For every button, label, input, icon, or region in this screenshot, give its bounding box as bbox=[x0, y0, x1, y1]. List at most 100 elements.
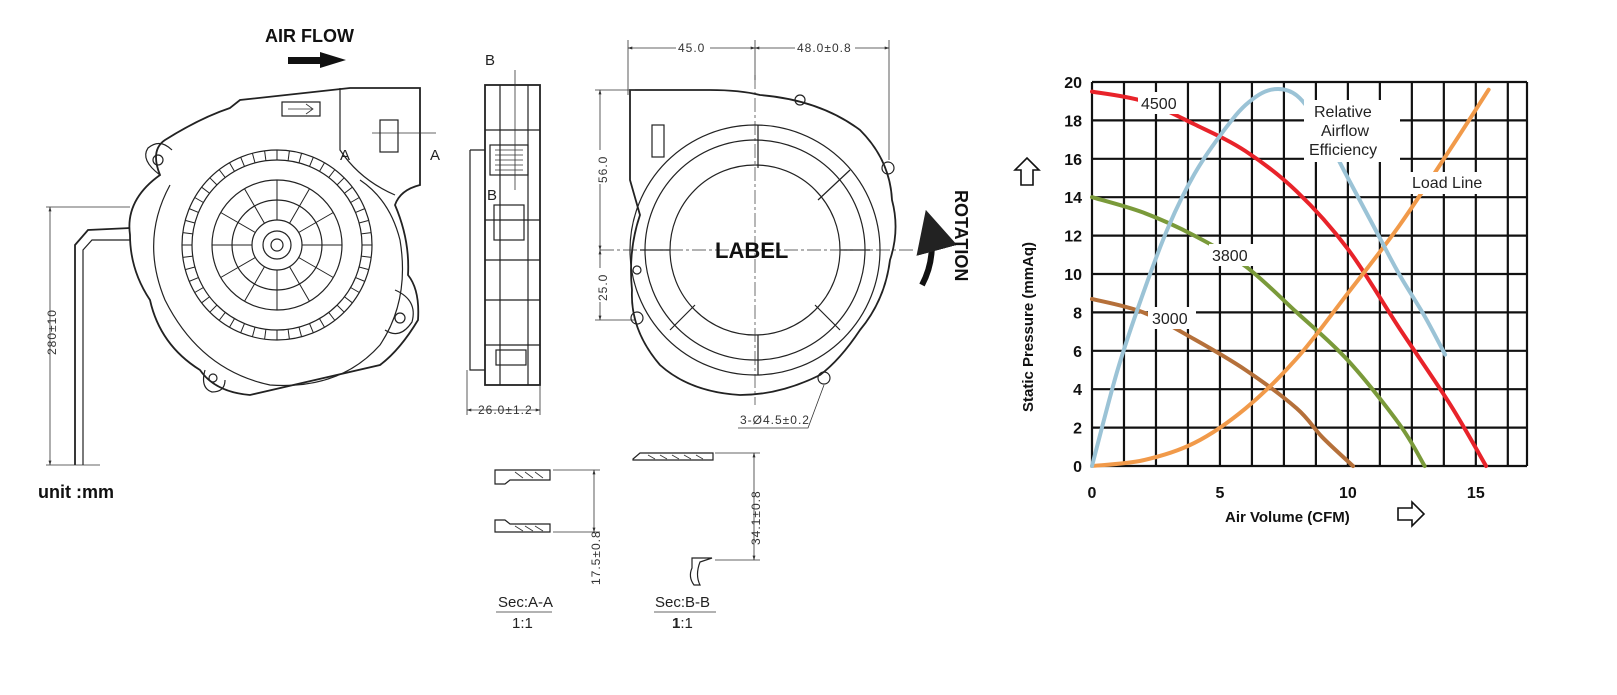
impeller-blade bbox=[336, 177, 345, 186]
impeller-blade bbox=[209, 304, 218, 313]
impeller-blade bbox=[264, 329, 267, 340]
impeller-blade bbox=[344, 186, 353, 194]
y-tick-label: 10 bbox=[1064, 267, 1082, 284]
y-tick-label: 16 bbox=[1064, 152, 1082, 169]
sec-b-dim: 34.1±0.8 bbox=[749, 490, 763, 545]
hub-spoke bbox=[289, 266, 310, 302]
impeller-blade bbox=[209, 177, 218, 186]
fan-impeller bbox=[181, 149, 373, 341]
section-marker-b-bottom: B bbox=[487, 187, 497, 204]
impeller-blade bbox=[218, 169, 226, 178]
air-flow-arrow-icon bbox=[288, 52, 346, 68]
impeller-blade bbox=[229, 318, 235, 328]
series-line-4500 bbox=[1090, 89, 1489, 468]
impeller-blade bbox=[189, 208, 199, 213]
dim-top-left: 45.0 bbox=[678, 41, 705, 55]
impeller-blade bbox=[185, 266, 196, 271]
impeller-blade bbox=[185, 219, 196, 224]
impeller-blade bbox=[189, 277, 199, 282]
impeller-blade bbox=[201, 186, 210, 194]
series-label-efficiency-2: Airflow bbox=[1321, 123, 1369, 140]
sec-a-title: Sec:A-A bbox=[498, 594, 553, 611]
impeller-blade bbox=[194, 287, 204, 293]
impeller-blade bbox=[328, 169, 336, 178]
hub-spoke bbox=[244, 266, 265, 302]
hub-spoke bbox=[289, 188, 310, 224]
section-marker-b-top: B bbox=[485, 52, 495, 69]
series-label-3800: 3800 bbox=[1212, 248, 1248, 265]
impeller-blade bbox=[182, 232, 193, 235]
impeller-blade bbox=[264, 150, 267, 161]
sec-a-scale: 1:1 bbox=[512, 615, 533, 632]
air-flow-label: AIR FLOW bbox=[265, 26, 354, 46]
rotation-arrow-icon bbox=[916, 209, 958, 287]
y-tick-label: 8 bbox=[1073, 305, 1082, 322]
impeller-blade bbox=[298, 153, 303, 164]
impeller-blade bbox=[344, 296, 353, 304]
impeller-blade bbox=[251, 326, 256, 337]
section-b: 34.1±0.8 Sec:B-B 1:1 bbox=[632, 452, 763, 632]
dim-top-right: 48.0±0.8 bbox=[797, 41, 852, 55]
y-tick-label: 4 bbox=[1073, 382, 1082, 399]
thickness-dim: 26.0±1.2 bbox=[478, 403, 533, 417]
impeller-blade bbox=[350, 197, 360, 203]
hub-spoke bbox=[298, 257, 334, 278]
sec-b-scale-rest: :1 bbox=[680, 615, 693, 632]
series-line-3800 bbox=[1090, 195, 1427, 468]
hole-dim: 3-Ø4.5±0.2 bbox=[740, 413, 810, 427]
impeller-blade bbox=[218, 312, 226, 321]
impeller-blade bbox=[287, 150, 290, 161]
impeller-blade bbox=[194, 197, 204, 203]
rotation-label: ROTATION bbox=[951, 190, 971, 281]
hub-spoke bbox=[244, 188, 265, 224]
series-line-relative-airflow-efficiency bbox=[1090, 86, 1448, 468]
series-line-load-line bbox=[1090, 87, 1491, 468]
hub-spoke bbox=[298, 212, 334, 233]
impeller-blade bbox=[309, 157, 314, 167]
y-tick-label: 0 bbox=[1073, 459, 1082, 476]
impeller-blade bbox=[358, 266, 369, 271]
y-axis-arrow-icon bbox=[1013, 156, 1041, 186]
impeller-blade bbox=[336, 304, 345, 313]
impeller-blade bbox=[240, 323, 245, 333]
sec-b-title: Sec:B-B bbox=[655, 594, 710, 611]
impeller-blade bbox=[298, 326, 303, 337]
chart-series bbox=[1090, 86, 1491, 468]
impeller-blade bbox=[229, 162, 235, 172]
sec-b-scale: 1:1 bbox=[672, 615, 693, 632]
sec-b-scale-bold: 1 bbox=[672, 615, 680, 632]
impeller-blade bbox=[309, 323, 314, 333]
y-tick-label: 18 bbox=[1064, 113, 1082, 130]
x-axis-arrow-icon bbox=[1397, 500, 1426, 528]
section-marker-a-left: A bbox=[340, 147, 350, 164]
label-view: LABEL 45.0 48.0±0.8 56.0 25.0 3-Ø4.5±0.2… bbox=[593, 40, 971, 429]
impeller-blade bbox=[201, 296, 210, 304]
cable-length-dim: 280±10 bbox=[45, 309, 59, 355]
impeller-blade bbox=[287, 329, 290, 340]
sec-a-dim: 17.5±0.8 bbox=[589, 530, 603, 585]
y-axis-label: Static Pressure (mmAq) bbox=[1020, 242, 1037, 412]
unit-label: unit :mm bbox=[38, 482, 114, 502]
label-text: LABEL bbox=[715, 238, 788, 263]
series-label-load-line: Load Line bbox=[1412, 175, 1482, 192]
impeller-blade bbox=[361, 232, 372, 235]
y-tick-label: 20 bbox=[1064, 75, 1082, 92]
impeller-blade bbox=[355, 208, 365, 213]
hub-spoke bbox=[220, 257, 256, 278]
impeller-blade bbox=[251, 153, 256, 164]
series-label-3000: 3000 bbox=[1152, 311, 1188, 328]
impeller-blade bbox=[350, 287, 360, 293]
hub-spoke bbox=[220, 212, 256, 233]
y-tick-label: 6 bbox=[1073, 344, 1082, 361]
x-axis-label: Air Volume (CFM) bbox=[1225, 509, 1350, 526]
x-tick-label: 0 bbox=[1088, 485, 1097, 502]
x-tick-label: 15 bbox=[1467, 485, 1485, 502]
x-tick-label: 5 bbox=[1215, 485, 1224, 502]
impeller-blade bbox=[328, 312, 336, 321]
side-view: B B 26.0±1.2 bbox=[466, 52, 541, 417]
impeller-blade bbox=[319, 318, 325, 328]
